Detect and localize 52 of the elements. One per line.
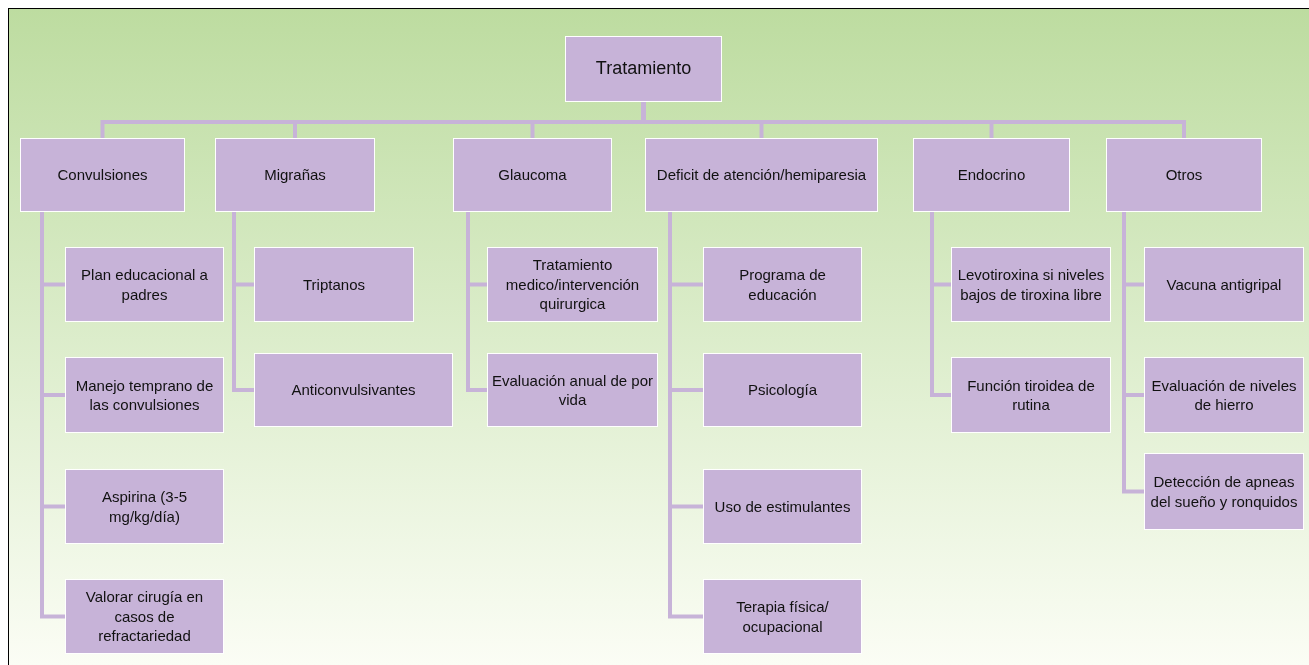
box-label: Programa de educación: [738, 265, 827, 304]
box-label: Otros: [1165, 165, 1203, 185]
treatment-box: [20, 138, 185, 212]
treatment-box: [1106, 138, 1262, 212]
treatment-box: [65, 357, 224, 433]
connector-line: [1122, 212, 1144, 494]
treatment-box: [951, 357, 1111, 433]
box-label: Tratamiento: [595, 57, 692, 81]
box-label: Manejo temprano de las convulsiones: [74, 375, 215, 415]
treatment-box: [1144, 357, 1304, 433]
treatment-box: [913, 138, 1070, 212]
box-label: Evaluación de niveles de hierro: [1150, 375, 1298, 415]
treatment-box: [951, 247, 1111, 322]
treatment-box: [487, 353, 658, 427]
box-label: Deficit de atención/hemiparesia: [656, 165, 867, 185]
treatment-box: [703, 353, 862, 427]
connector-line: [232, 212, 254, 392]
box-label: Vacuna antigripal: [1166, 274, 1282, 295]
box-label: Migrañas: [264, 165, 326, 185]
treatment-box: [645, 138, 878, 212]
box-label: Psicología: [747, 380, 818, 400]
treatment-box: [703, 469, 862, 544]
treatment-box: [254, 247, 414, 322]
box-label: Plan educacional a padres: [80, 265, 209, 304]
treatment-box: [65, 247, 224, 322]
treatment-box: [1144, 247, 1304, 322]
treatment-box: [565, 36, 722, 102]
treatment-box: [254, 353, 453, 427]
box-label: Terapia física/ ocupacional: [735, 597, 830, 636]
connector-line: [668, 212, 703, 619]
box-label: Levotiroxina si niveles bajos de tiroxina libre: [956, 265, 1106, 304]
treatment-box: [453, 138, 612, 212]
treatment-box: [215, 138, 375, 212]
connector-line: [40, 212, 65, 619]
box-label: Endocrino: [957, 165, 1026, 185]
box-label: Anticonvulsivantes: [291, 380, 416, 400]
box-label: Evaluación anual de por vida: [492, 370, 653, 410]
box-label: Valorar cirugía en casos de refractariedad: [84, 587, 205, 646]
treatment-box: [65, 469, 224, 544]
box-label: Tratamiento medico/intervención quirurgica: [504, 255, 641, 314]
treatment-box: [487, 247, 658, 322]
box-label: Glaucoma: [498, 165, 567, 185]
treatment-box: [1144, 453, 1304, 530]
treatment-box: [65, 579, 224, 654]
box-label: Triptanos: [303, 274, 365, 295]
box-label: Uso de estimulantes: [714, 496, 851, 517]
box-label: Función tiroidea de rutina: [966, 375, 1096, 415]
box-label: Detección de apneas del sueño y ronquidos: [1149, 472, 1299, 511]
box-label: Convulsiones: [57, 165, 148, 185]
treatment-box: [703, 247, 862, 322]
box-label: Aspirina (3-5 mg/kg/día): [100, 487, 188, 526]
treatment-box: [703, 579, 862, 654]
